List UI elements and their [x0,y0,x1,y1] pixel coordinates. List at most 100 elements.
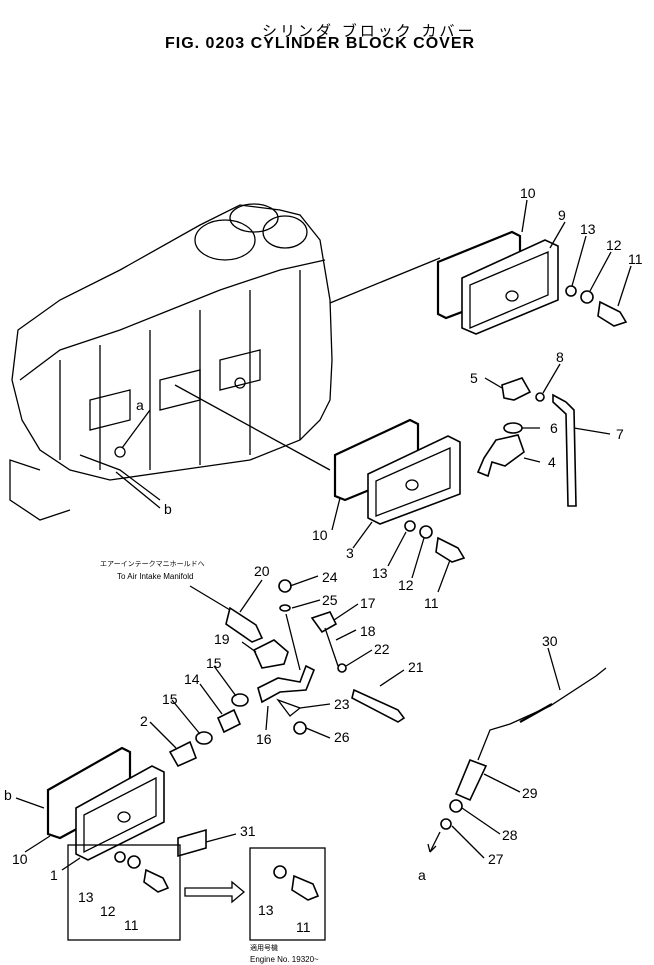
callout-2: 2 [140,713,148,729]
engine-block-drawing [9,203,333,521]
middle-cover-group [333,418,466,563]
callout-13: 13 [372,565,388,581]
bolt-24 [278,579,292,593]
callout-5: 5 [470,370,478,386]
elbow-4 [476,434,525,478]
bolt-11-new [291,874,320,901]
callout-10: 10 [520,185,536,201]
callout-26: 26 [334,729,350,745]
callout-30: 30 [542,633,558,649]
callout-27: 27 [488,851,504,867]
callout-19: 19 [214,631,230,647]
plug-8 [535,392,545,402]
connector-14 [216,708,242,734]
callout-17: 17 [360,595,376,611]
tube-2 [168,740,198,768]
callout-22: 22 [374,641,390,657]
callout-14: 14 [184,671,200,687]
callout-18: 18 [360,623,376,639]
leader-lines [15,199,632,871]
leader-engine-top-cover [329,257,441,304]
callout-25: 25 [322,592,338,608]
callout-12: 12 [100,903,116,919]
callout-3: 3 [346,545,354,561]
callout-13: 13 [78,889,94,905]
callout-15: 15 [206,655,222,671]
plate-31 [177,828,207,858]
figure-subtitle-jp: シリンダ ブロック カバー [262,22,476,40]
callout-11: 11 [628,251,643,267]
ref-b-upper: b [164,501,172,517]
washer-13-mid [404,520,416,532]
clip-23 [276,698,302,717]
callout-6: 6 [550,420,558,436]
bolt-11-top [597,300,628,327]
hose-20 [225,606,264,643]
tube-7 [552,393,577,507]
clamp-15-upper [231,693,249,707]
bolt-11-mid [435,536,466,563]
clamp-15-lower [195,731,213,745]
callout-10: 10 [12,851,28,867]
figure-title: FIG. 0203 CYLINDER BLOCK COVER [165,35,476,52]
washer-13-new [273,865,287,879]
cover-top [461,239,559,335]
callout-7: 7 [616,426,624,442]
ref-a-lower: a [418,867,426,883]
arrow-to-intake [189,585,231,611]
intake-note-jp: エアーインテークマニホールドへ [100,560,205,568]
nut-28 [449,799,463,813]
nut-26 [293,721,307,735]
frame-new-fasteners [249,847,326,941]
arrow-ref-b [15,797,45,809]
callout-1: 1 [50,867,58,883]
breather-hose-group [168,579,406,768]
callout-23: 23 [334,696,350,712]
frame-front-fasteners [67,844,181,941]
callout-13: 13 [258,902,274,918]
fitting-27 [440,818,452,830]
washer-12-mid [419,525,433,539]
callout-labels: 10 9 13 12 11 8 5 6 7 4 a b 10 3 13 12 1… [4,185,643,964]
breather-group [476,377,577,507]
serial-note-en: Engine No. 19320~ [250,955,319,964]
change-arrow [184,880,246,904]
guide-29 [454,758,488,802]
elbow-5 [501,377,532,401]
callout-11: 11 [124,917,139,933]
pin-18 [324,627,339,667]
callout-24: 24 [322,569,338,585]
top-cover-group [436,230,628,335]
washer-13-front [114,851,126,863]
callout-4: 4 [548,454,556,470]
washer-12-front [127,855,141,869]
callout-11: 11 [424,595,439,611]
dipstick-group [427,667,607,853]
callout-31: 31 [240,823,256,839]
callout-16: 16 [256,731,272,747]
callout-28: 28 [502,827,518,843]
bracket-19 [252,639,289,669]
ring-22 [337,663,347,673]
ref-b-lower: b [4,787,12,803]
callout-12: 12 [606,237,622,253]
bolt-21 [351,688,406,723]
callout-29: 29 [522,785,538,801]
leader-engine-mid-cover [174,384,331,471]
callout-13: 13 [580,221,596,237]
callout-21: 21 [408,659,424,675]
front-cover-group [46,746,326,941]
callout-12: 12 [398,577,414,593]
intake-note-en: To Air Intake Manifold [117,572,193,581]
callout-15: 15 [162,691,178,707]
serial-note-jp: 適用号機 [250,943,278,952]
dipstick-30 [477,667,607,761]
washer-25 [279,604,291,612]
callout-8: 8 [556,349,564,365]
washer-13-top [565,285,577,297]
bolt-11-front [143,868,170,893]
tube-16 [257,664,316,704]
washer-12-top [580,290,594,304]
callout-20: 20 [254,563,270,579]
